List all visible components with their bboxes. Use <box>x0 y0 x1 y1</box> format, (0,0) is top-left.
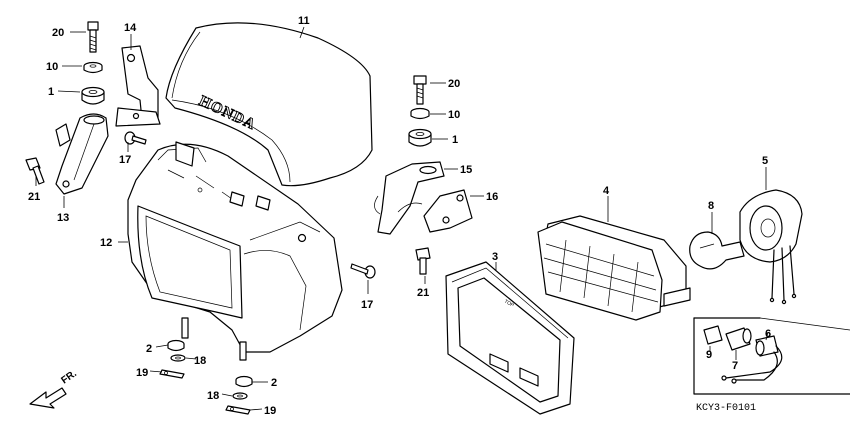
clip-part-19-left <box>159 369 185 379</box>
callout-9: 9 <box>706 349 712 361</box>
callout-21-left: 21 <box>28 191 40 203</box>
direction-label: FR. <box>59 368 79 386</box>
left-stay-part-13 <box>55 113 109 195</box>
leader-lines <box>35 26 769 411</box>
callout-14: 14 <box>124 22 137 34</box>
diagram-code: KCY3-F0101 <box>696 403 756 414</box>
grommet-part-2-right <box>235 375 253 388</box>
callout-1-left: 1 <box>48 86 54 98</box>
left-stay-bracket-part-14 <box>115 45 161 127</box>
callout-20-left: 20 <box>52 27 64 39</box>
callout-19-left: 19 <box>136 367 148 379</box>
forward-arrow-icon: FR. <box>29 368 79 409</box>
callout-18-left: 18 <box>194 355 206 367</box>
callout-7: 7 <box>732 360 738 372</box>
screw-part-17-lower <box>350 263 376 279</box>
callout-10-right: 10 <box>448 109 460 121</box>
callout-21-right: 21 <box>417 287 429 299</box>
top-mark: TOP <box>503 299 515 310</box>
left-washer-part-10 <box>83 61 103 74</box>
right-bolt-part-20 <box>413 75 427 105</box>
right-washer-part-10 <box>410 107 430 120</box>
bulb-part-9 <box>703 325 723 345</box>
callout-18-right: 18 <box>207 390 219 402</box>
callout-3: 3 <box>492 251 498 263</box>
callout-6: 6 <box>765 328 771 340</box>
bulb-part-7 <box>725 327 752 351</box>
rim-part-3: TOP <box>445 261 575 415</box>
headlight-case-part-12 <box>127 141 343 361</box>
callout-17-upper: 17 <box>119 154 131 166</box>
socket-part-6 <box>721 335 783 384</box>
inset-box <box>693 317 850 395</box>
callout-13: 13 <box>57 212 69 224</box>
clip-part-19-right <box>225 405 251 415</box>
callout-1-right: 1 <box>452 134 458 146</box>
callout-2-right: 2 <box>271 377 277 389</box>
socket-cover-part-5 <box>739 189 803 305</box>
headlight-unit-part-4 <box>537 215 691 321</box>
callout-11: 11 <box>298 15 310 27</box>
left-grommet-part-1 <box>81 86 105 105</box>
washer-part-18-left <box>170 354 186 362</box>
callout-19-right: 19 <box>264 405 276 417</box>
callout-12: 12 <box>100 237 112 249</box>
right-stay-part-16 <box>397 189 473 233</box>
screw-part-17-upper <box>124 131 147 145</box>
left-bolt-part-20 <box>87 21 99 53</box>
left-bolt-part-21 <box>25 157 45 185</box>
callout-4: 4 <box>603 185 610 197</box>
callout-10-left: 10 <box>46 61 58 73</box>
right-bolt-part-21 <box>415 247 431 275</box>
right-grommet-part-1 <box>408 128 432 147</box>
bulb-part-8 <box>689 231 745 270</box>
callout-8: 8 <box>708 200 714 212</box>
callout-2-left: 2 <box>146 343 152 355</box>
callout-20-right: 20 <box>448 78 460 90</box>
right-stay-part-15 <box>374 161 445 235</box>
callout-17-lower: 17 <box>361 299 373 311</box>
callout-15: 15 <box>460 164 472 176</box>
grommet-part-2-left <box>167 339 185 352</box>
washer-part-18-right <box>232 392 248 400</box>
callout-16: 16 <box>486 191 498 203</box>
callout-5: 5 <box>762 155 768 167</box>
callout-labels: 20 10 1 14 11 20 10 1 17 15 5 21 13 16 4… <box>28 15 771 417</box>
